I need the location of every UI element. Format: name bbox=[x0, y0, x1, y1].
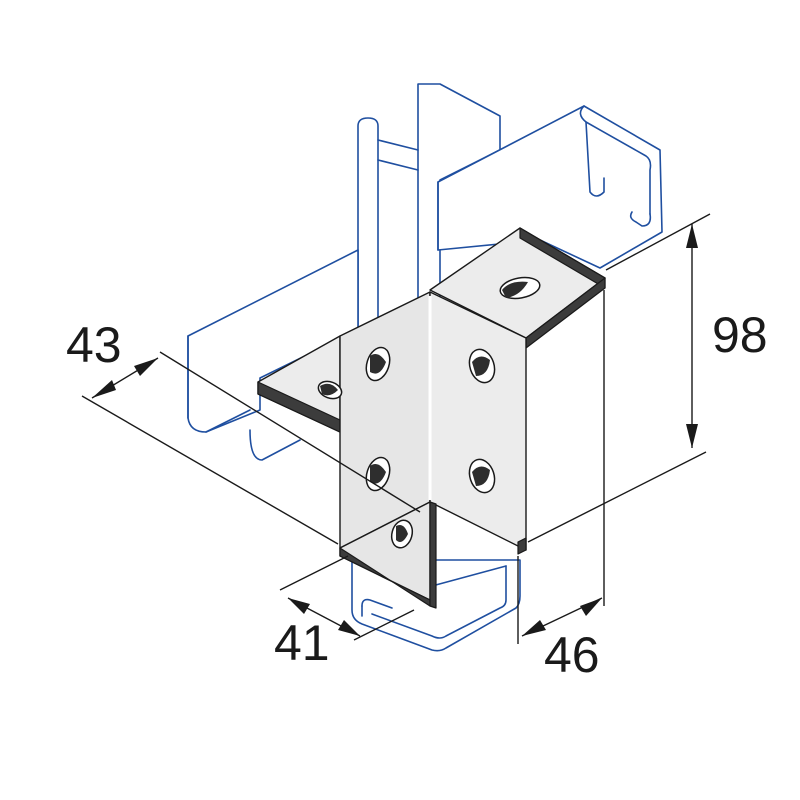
hole-left-flange bbox=[317, 380, 343, 400]
horizontal-channel-right bbox=[437, 105, 663, 269]
dimensions: 43 98 41 46 bbox=[66, 213, 768, 683]
dimension-41: 41 bbox=[274, 555, 415, 671]
bracket bbox=[257, 227, 606, 609]
holes-right bbox=[468, 348, 496, 494]
main-plate-right bbox=[429, 291, 527, 551]
dimension-label-41: 41 bbox=[274, 615, 330, 671]
dimension-label-46: 46 bbox=[544, 627, 600, 683]
dimension-label-98: 98 bbox=[712, 307, 768, 363]
hole-top-flange bbox=[499, 276, 541, 300]
dimension-46: 46 bbox=[517, 290, 605, 683]
dimension-label-43: 43 bbox=[66, 317, 122, 373]
dimension-43: 43 bbox=[66, 317, 421, 545]
hole-bottom-fold bbox=[390, 519, 414, 549]
dimension-98: 98 bbox=[527, 213, 768, 543]
